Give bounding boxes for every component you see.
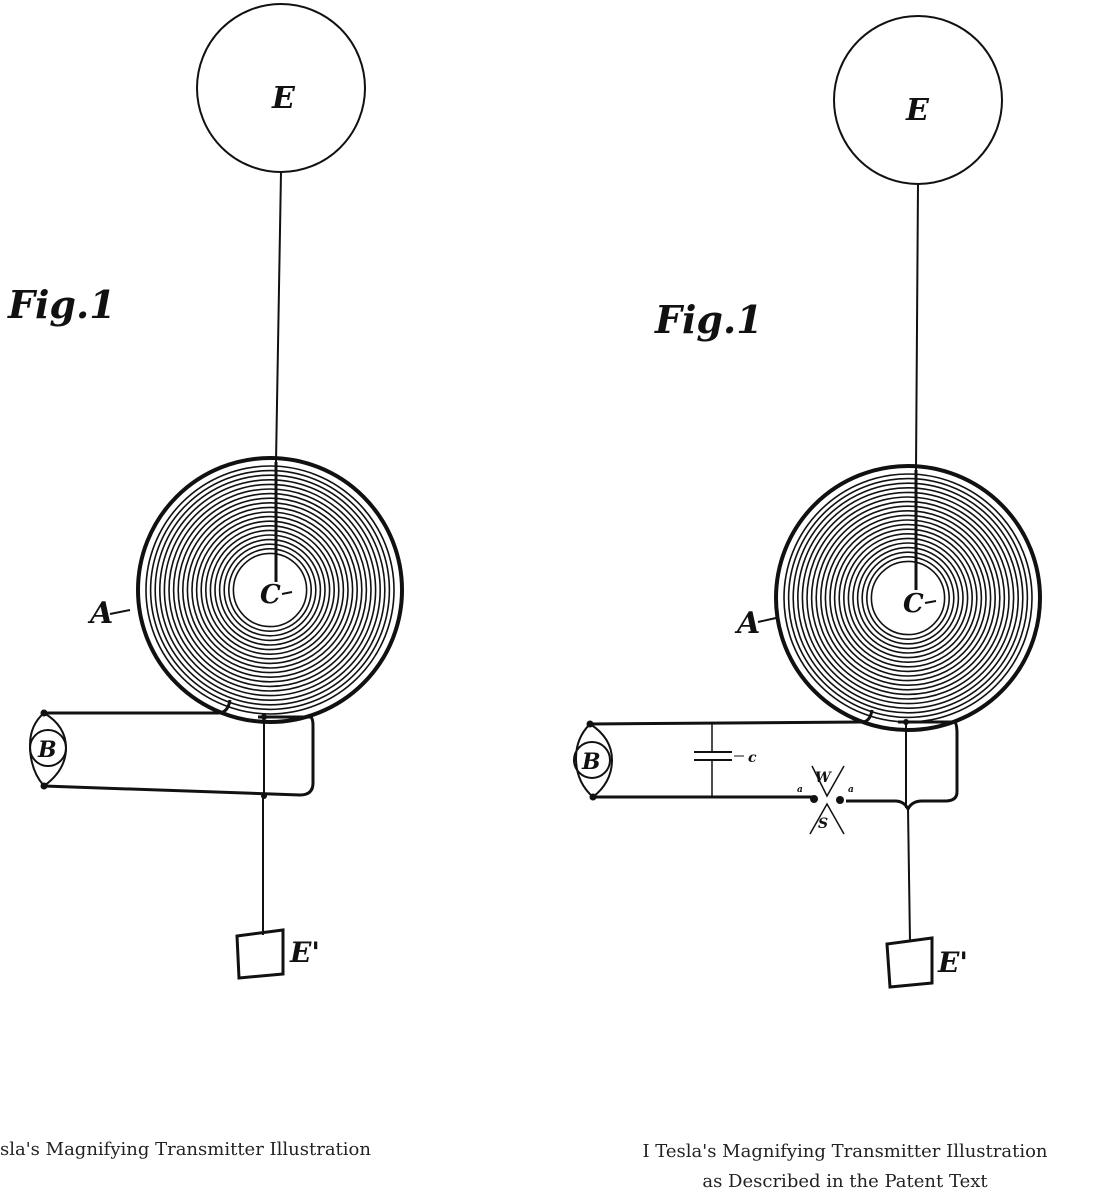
right-ground-plate (885, 936, 934, 989)
right-caption: I Tesla's Magnifying Transmitter Illustr… (600, 1137, 1090, 1197)
right-capacitor: c (694, 724, 757, 797)
coil-turn (200, 520, 340, 660)
coil-turn (829, 519, 987, 677)
coil-turn (824, 514, 992, 682)
coil-turn (806, 496, 1010, 700)
coil-turn (182, 501, 358, 678)
left-coil-label: A (87, 596, 113, 631)
right-return-wire (846, 720, 959, 813)
left-top-terminal-label: E (271, 81, 296, 116)
coil-turn (177, 497, 363, 683)
right-fig-label: Fig.1 (654, 297, 763, 342)
coil-turn (232, 552, 308, 628)
coil-turn (787, 477, 1029, 719)
right-top-terminal-label: E (905, 93, 930, 128)
coil-turn (852, 542, 964, 654)
coil-turn (810, 500, 1006, 696)
coil-turn (819, 509, 996, 686)
right-source-generator: B (573, 723, 614, 798)
right-primary-wire-top (589, 709, 874, 726)
left-return-wire (43, 715, 315, 797)
right-center-label: C (903, 589, 924, 619)
left-spiral-coil (136, 456, 404, 724)
coil-turn (796, 486, 1019, 709)
coil-turn (815, 505, 1001, 691)
coil-turn (205, 524, 335, 655)
coil-turn (186, 506, 354, 674)
coil-turn (145, 465, 395, 715)
coil-turn (861, 551, 955, 645)
coil-turn (163, 483, 377, 697)
coil-turn (218, 538, 322, 642)
right-ground-label: E' (937, 946, 968, 979)
coil-turn (842, 532, 973, 663)
coil-turn (159, 478, 381, 701)
right-caption-line2: as Described in the Patent Text (702, 1171, 988, 1192)
left-antenna-wire (275, 171, 282, 463)
coil-turn (195, 515, 345, 665)
svg-text:B: B (581, 749, 601, 775)
coil-turn (228, 547, 313, 632)
coil-turn (856, 546, 960, 650)
coil-turn (209, 529, 331, 651)
left-figure: E Fig.1 C A B E' (7, 3, 404, 980)
coil-turn (149, 469, 391, 711)
left-ground-label: E' (289, 936, 320, 969)
coil-turn (168, 488, 372, 692)
coil-turn (154, 474, 386, 706)
right-spark-gap: W S a a (797, 765, 854, 835)
coil-turn (865, 555, 950, 640)
left-fig-label: Fig.1 (7, 282, 116, 327)
left-primary-wire-top (44, 699, 232, 715)
coil-turn (792, 482, 1024, 714)
left-ground-plate (235, 928, 285, 980)
svg-text:a: a (797, 785, 803, 795)
coil-turn (838, 528, 978, 668)
svg-text:W: W (815, 770, 832, 786)
right-antenna-wire (915, 183, 919, 471)
right-caption-line1: I Tesla's Magnifying Transmitter Illustr… (642, 1141, 1048, 1162)
coil-turn (801, 491, 1015, 705)
coil-turn (870, 560, 946, 636)
svg-text:a: a (848, 785, 854, 795)
coil-turn (847, 537, 969, 659)
svg-text:S: S (818, 816, 828, 832)
left-source-generator: B (28, 712, 68, 787)
right-coil-label: A (734, 606, 760, 641)
svg-text:B: B (37, 737, 57, 763)
coil-turn (214, 534, 326, 646)
coil-turn (223, 543, 317, 637)
left-center-label: C (260, 580, 281, 610)
coil-turn (172, 492, 368, 688)
coil-turn (833, 523, 983, 673)
left-caption: sla's Magnifying Transmitter Illustratio… (0, 1139, 371, 1160)
right-figure: E Fig.1 C A B c (573, 15, 1042, 989)
coil-turn (191, 511, 349, 669)
svg-text:c: c (748, 750, 757, 766)
right-ground-wire (907, 807, 911, 943)
right-spiral-coil (774, 464, 1042, 732)
